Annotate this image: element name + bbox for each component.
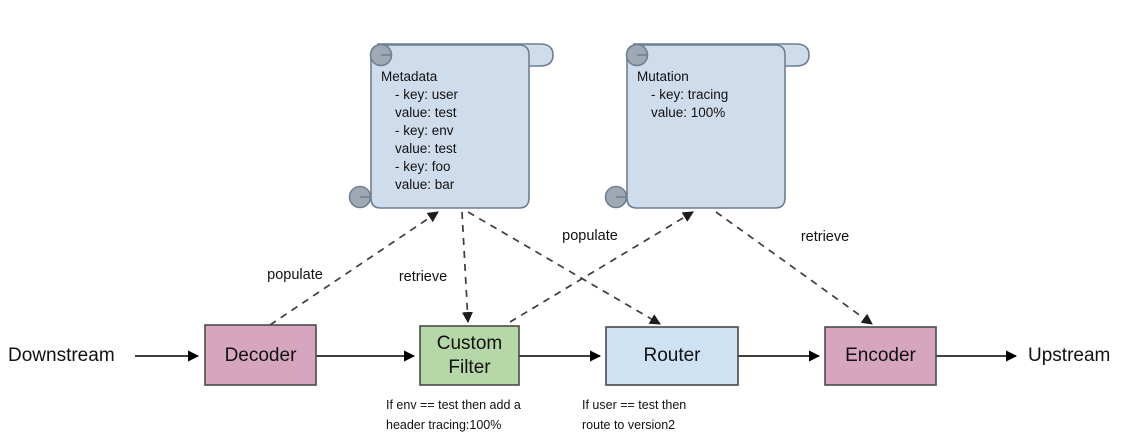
custom-filter-box[interactable] — [419, 325, 520, 386]
encoder-box[interactable] — [824, 326, 937, 386]
mutation-scroll-line-2: value: 100% — [651, 105, 725, 120]
custom-filter-note-line1: If env == test then add a — [386, 398, 521, 412]
node-decoder[interactable]: Decoder — [204, 324, 317, 386]
metadata-scroll-line-3: - key: env — [395, 123, 454, 138]
decoder-label: Decoder — [225, 345, 297, 366]
custom-filter-note-line2: header tracing:100% — [386, 418, 501, 432]
custom-filter-label-line2: Filter — [448, 357, 491, 378]
mutation-scroll: Mutation - key: tracing value: 100% — [604, 43, 810, 209]
edge-custom-filter-to-mutation-populate — [509, 211, 694, 323]
edge-mutation-to-encoder-retrieve — [715, 211, 873, 325]
custom-filter-label-line1: Custom — [437, 333, 502, 354]
mutation-scroll-line-1: - key: tracing — [651, 87, 728, 102]
router-note-line1: If user == test then — [582, 398, 686, 412]
node-encoder[interactable]: Encoder — [824, 326, 937, 386]
metadata-scroll-line-2: value: test — [395, 105, 457, 120]
node-router[interactable]: Router — [605, 326, 739, 386]
metadata-scroll-line-1: - key: user — [395, 87, 459, 102]
edge-label-metadata-retrieve: retrieve — [399, 269, 447, 285]
encoder-label: Encoder — [845, 345, 916, 366]
router-note-line2: route to version2 — [582, 418, 675, 432]
edge-metadata-to-router-retrieve — [467, 211, 661, 325]
metadata-scroll: Metadata - key: user value: test - key: … — [348, 43, 554, 209]
downstream-label: Downstream — [8, 345, 115, 366]
metadata-scroll-line-4: value: test — [395, 141, 457, 156]
edge-label-mutation-retrieve: retrieve — [801, 229, 849, 245]
router-box[interactable] — [605, 326, 739, 386]
node-custom-filter[interactable]: Custom Filter — [419, 325, 520, 386]
edge-label-metadata-populate: populate — [267, 267, 323, 283]
upstream-label: Upstream — [1028, 345, 1110, 366]
mutation-scroll-title: Mutation — [637, 69, 689, 84]
router-label: Router — [643, 345, 701, 366]
metadata-scroll-title: Metadata — [381, 69, 438, 84]
metadata-scroll-line-5: - key: foo — [395, 159, 451, 174]
metadata-scroll-line-6: value: bar — [395, 177, 455, 192]
edge-label-mutation-populate: populate — [562, 228, 618, 244]
edge-metadata-to-custom-filter-retrieve — [461, 211, 473, 324]
decoder-box[interactable] — [204, 324, 317, 386]
